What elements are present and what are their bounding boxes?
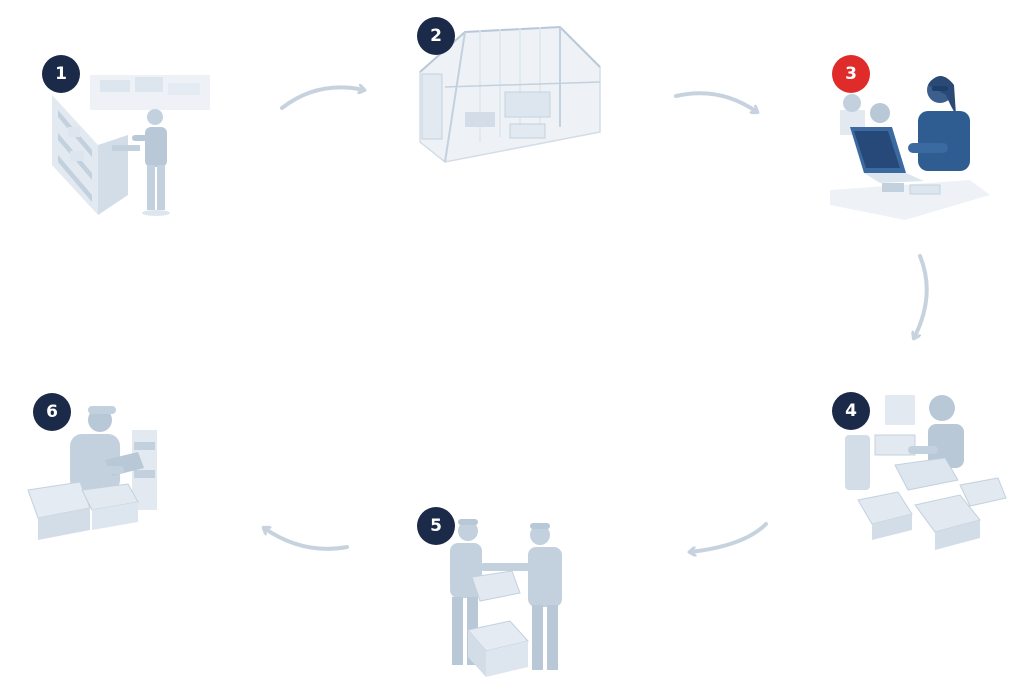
step-number-badge: 5	[417, 507, 455, 545]
arrow-2-to-3	[674, 91, 757, 112]
step-number-badge: 3	[832, 55, 870, 93]
arrow-3-to-4	[914, 254, 929, 338]
step-6: 6	[20, 390, 170, 555]
step-number-badge: 2	[417, 17, 455, 55]
two-workers-handing-over-box-icon	[450, 519, 562, 677]
step-number-badge: 1	[42, 55, 80, 93]
step-1: 1	[40, 55, 220, 235]
step-number-badge: 6	[33, 393, 71, 431]
arrow-5-to-6	[264, 528, 349, 551]
woman-working-on-laptop-icon	[830, 76, 990, 220]
step-5: 5	[410, 505, 590, 695]
worker-with-tablet-icon	[27, 406, 157, 540]
warehouse-building-icon	[419, 25, 601, 163]
warehouse-worker-at-shelves-icon	[52, 75, 210, 216]
step-2: 2	[410, 12, 610, 163]
arrow-4-to-5	[690, 522, 768, 552]
step-4: 4	[830, 390, 1010, 565]
worker-packing-boxes-icon	[845, 395, 1007, 550]
arrow-1-to-2	[280, 87, 364, 110]
step-number-badge: 4	[832, 392, 870, 430]
step-3: 3	[830, 55, 995, 225]
